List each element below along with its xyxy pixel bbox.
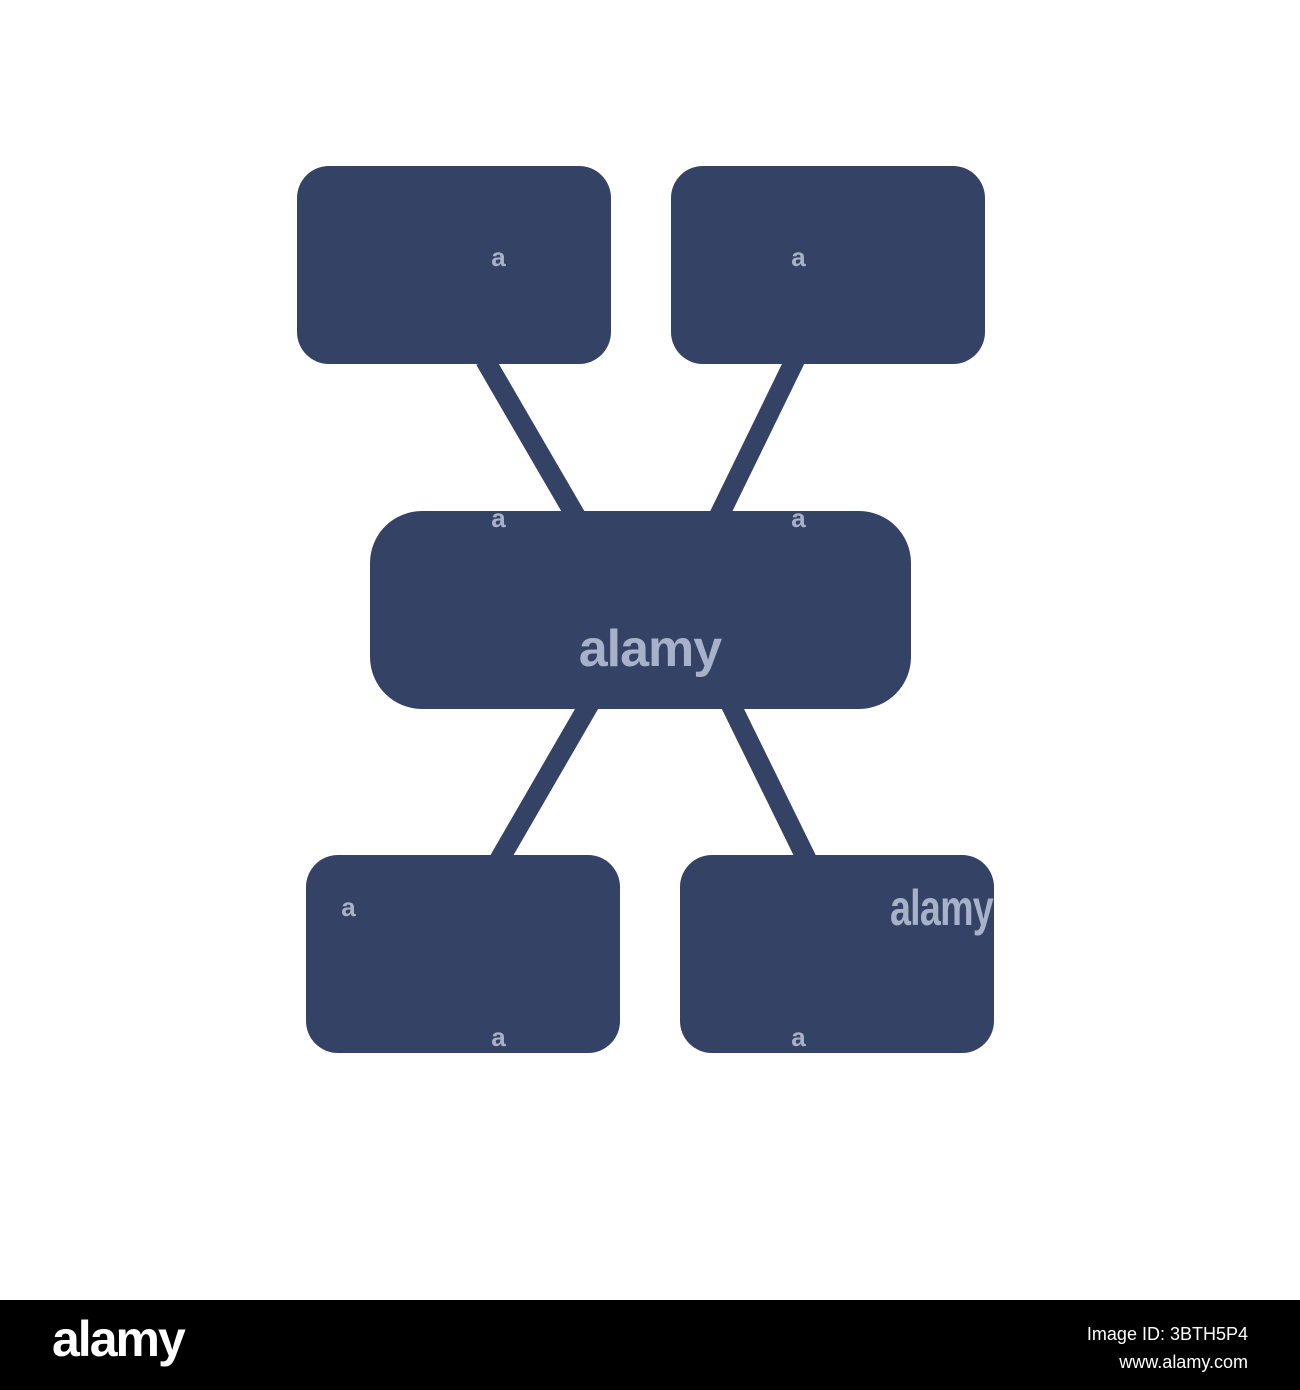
- connector-top-right: [708, 355, 804, 525]
- diagram-nodes: [297, 166, 994, 1053]
- watermark-small: a: [791, 503, 806, 533]
- connector-bottom-right: [721, 698, 817, 867]
- node-top-left: [297, 166, 611, 364]
- footer-bar: alamy Image ID: 3BTH5P4 www.alamy.com: [0, 1300, 1300, 1390]
- connector-lines: [476, 354, 817, 868]
- footer-image-info: Image ID: 3BTH5P4 www.alamy.com: [1087, 1320, 1248, 1376]
- watermark-small: a: [491, 503, 506, 533]
- watermark-small: a: [791, 1022, 806, 1052]
- image-id-text: Image ID: 3BTH5P4: [1086, 1324, 1248, 1344]
- connector-bottom-left: [489, 697, 599, 868]
- watermark-small: a: [791, 242, 806, 272]
- connector-top-left: [476, 354, 587, 526]
- node-center: [370, 511, 911, 709]
- node-top-right: [671, 166, 985, 364]
- watermarks: a a a a alamy a alamy a a: [341, 242, 995, 1052]
- site-url-text: www.alamy.com: [1119, 1352, 1248, 1372]
- node-bottom-right: [680, 855, 994, 1053]
- watermark-brand: alamy: [890, 880, 994, 936]
- footer-logo: alamy: [52, 1311, 186, 1367]
- watermark-small: a: [491, 1022, 506, 1052]
- watermark-small: a: [341, 892, 356, 922]
- watermark-brand: alamy: [579, 620, 723, 678]
- hierarchy-diagram-icon: a a a a alamy a alamy a a: [297, 166, 995, 1053]
- watermark-small: a: [491, 242, 506, 272]
- node-bottom-left: [306, 855, 620, 1053]
